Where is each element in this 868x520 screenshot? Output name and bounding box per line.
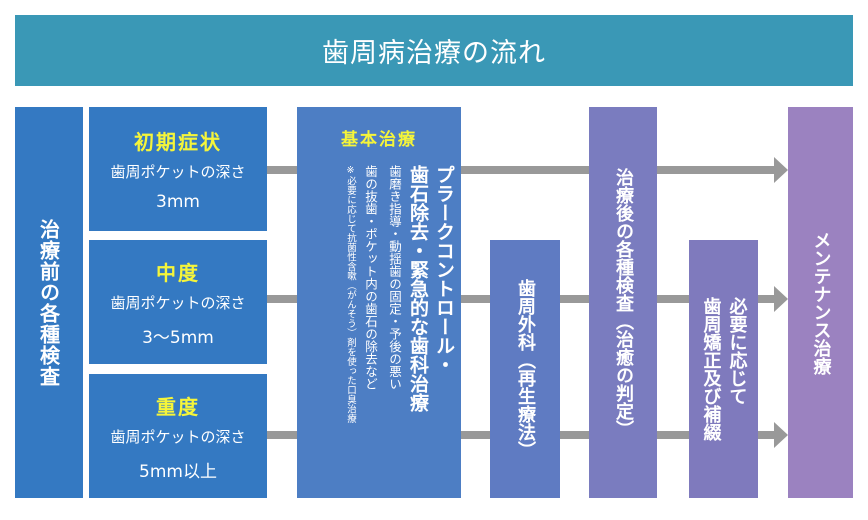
stage-box-initial: 初期症状 歯周ポケットの深さ 3mm	[89, 107, 267, 231]
stage-box-severe: 重度 歯周ポケットの深さ 5mm以上	[89, 374, 267, 498]
basic-detail-line2: 歯の抜歯・ポケット内の歯石の除去など	[363, 165, 378, 390]
stage-heading: 初期症状	[134, 130, 222, 154]
pre-exam-box: 治療前の各種検査	[15, 107, 83, 498]
basic-main-line1: プラークコントロール・	[433, 165, 455, 374]
arrow-right-icon	[774, 422, 788, 448]
basic-detail-line1: 歯磨き指導・動揺歯の固定・予後の悪い	[387, 165, 402, 390]
basic-main-line2: 歯石除去・緊急的な歯科治療	[407, 165, 429, 412]
stage-heading: 重度	[156, 394, 200, 419]
connector-line-top	[267, 166, 775, 174]
stage-pocket-label: 歯周ポケットの深さ	[110, 293, 246, 312]
basic-note: ※必要に応じて抗菌性含嗽（がんそう）剤を使った口臭治療	[345, 165, 356, 423]
page-title: 歯周病治療の流れ	[15, 15, 853, 86]
surgery-box: 歯周外科（再生療法）	[490, 240, 560, 498]
stage-pocket-depth: 3mm	[156, 192, 200, 212]
arrow-right-icon	[774, 286, 788, 312]
stage-pocket-label: 歯周ポケットの深さ	[110, 163, 246, 181]
stage-pocket-depth: 5mm以上	[139, 461, 217, 482]
pre-exam-label: 治療前の各種検査	[36, 218, 61, 387]
maintenance-label: メンテナンス治療	[810, 230, 832, 375]
optional-line2: 歯周矯正及び補綴	[700, 297, 722, 441]
optional-line1: 必要に応じて	[726, 297, 748, 405]
arrow-right-icon	[774, 157, 788, 183]
post-exam-line2: （治癒の判定）	[613, 311, 634, 438]
stage-heading: 中度	[156, 260, 200, 285]
post-exam-line1: 治療後の各種検査	[613, 167, 634, 312]
surgery-line1: 歯周外科	[515, 279, 536, 351]
maintenance-box: メンテナンス治療	[788, 107, 853, 498]
stage-pocket-label: 歯周ポケットの深さ	[110, 427, 246, 446]
stage-pocket-depth: 3〜5mm	[142, 327, 214, 348]
surgery-label: 歯周外科（再生療法）	[514, 279, 536, 459]
post-exam-box: 治療後の各種検査（治癒の判定）	[589, 107, 657, 498]
stage-box-moderate: 中度 歯周ポケットの深さ 3〜5mm	[89, 240, 267, 364]
surgery-line2: （再生療法）	[515, 351, 536, 459]
post-exam-label: 治療後の各種検査（治癒の判定）	[612, 168, 634, 438]
basic-treatment-box: 基本治療 プラークコントロール・ 歯石除去・緊急的な歯科治療 歯磨き指導・動揺歯…	[297, 107, 461, 498]
optional-treatment-box: 必要に応じて 歯周矯正及び補綴	[689, 240, 758, 498]
basic-treatment-heading: 基本治療	[341, 130, 417, 150]
